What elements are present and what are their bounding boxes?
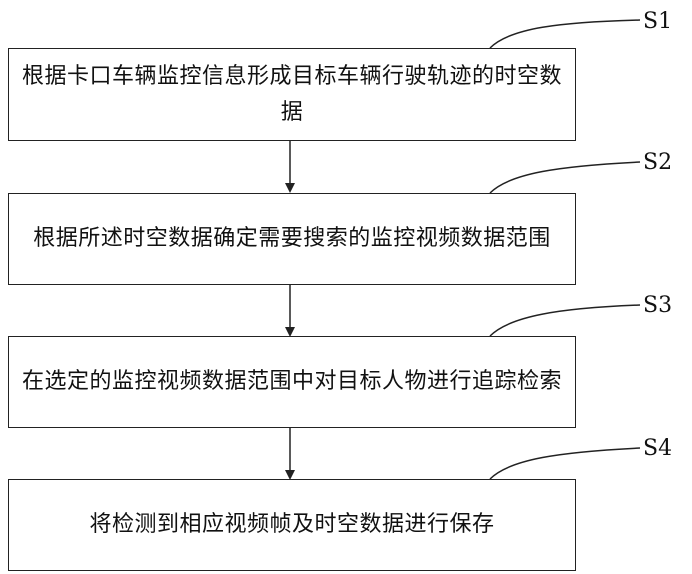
leader-line-s4 bbox=[490, 448, 640, 479]
step-label-s2: S2 bbox=[643, 151, 672, 175]
step-label-s1: S1 bbox=[643, 10, 672, 34]
step-text-s4: 将检测到相应视频帧及时空数据进行保存 bbox=[79, 507, 504, 543]
leader-line-s2 bbox=[490, 162, 640, 193]
step-label-s4: S4 bbox=[643, 437, 672, 461]
step-box-s4: 将检测到相应视频帧及时空数据进行保存 bbox=[8, 479, 576, 571]
step-box-s1: 根据卡口车辆监控信息形成目标车辆行驶轨迹的时空数据 bbox=[8, 48, 576, 141]
step-box-s2: 根据所述时空数据确定需要搜索的监控视频数据范围 bbox=[8, 193, 576, 285]
step-label-s3: S3 bbox=[643, 294, 672, 318]
leader-line-s3 bbox=[490, 305, 640, 336]
step-text-s2: 根据所述时空数据确定需要搜索的监控视频数据范围 bbox=[23, 221, 561, 257]
step-text-s3: 在选定的监控视频数据范围中对目标人物进行追踪检索 bbox=[12, 364, 572, 400]
leader-line-s1 bbox=[490, 20, 640, 48]
step-text-s1: 根据卡口车辆监控信息形成目标车辆行驶轨迹的时空数据 bbox=[9, 59, 575, 131]
step-box-s3: 在选定的监控视频数据范围中对目标人物进行追踪检索 bbox=[8, 336, 576, 428]
